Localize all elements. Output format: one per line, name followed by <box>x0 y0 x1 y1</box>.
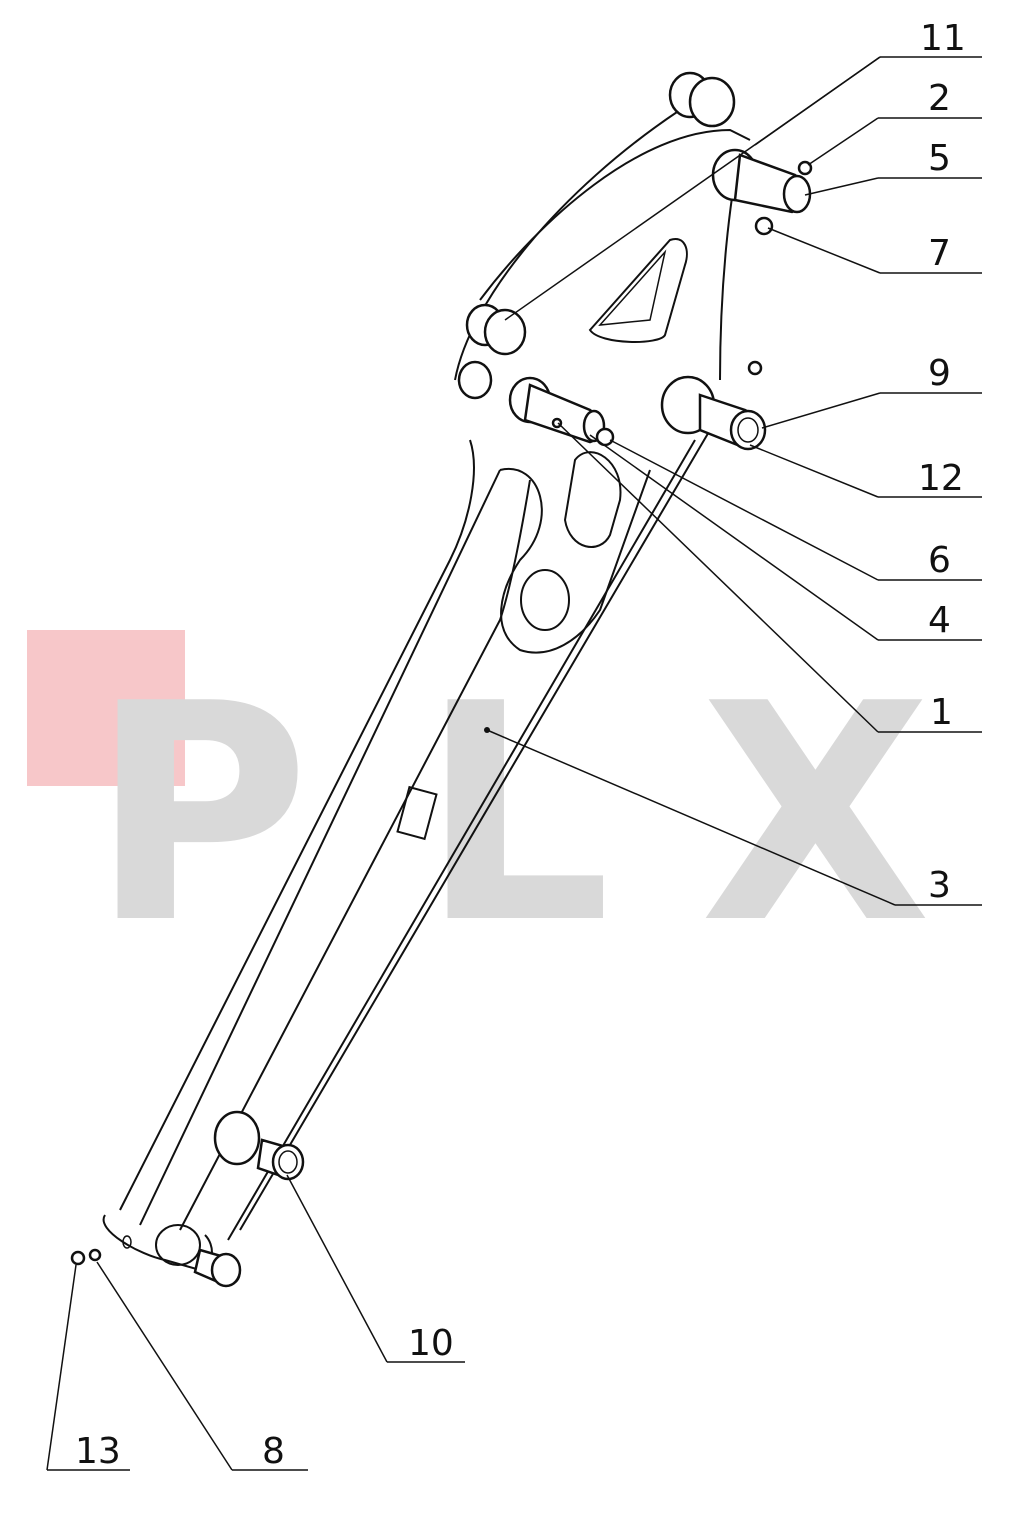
lower-bushing-assembly <box>193 1110 305 1288</box>
leader-lines <box>46 56 982 1471</box>
callout-labels: 11 2 5 7 9 12 6 4 1 3 10 13 8 <box>75 18 966 1472</box>
callout-13: 13 <box>75 1431 121 1472</box>
small-nut-4 <box>551 417 563 429</box>
callout-9: 9 <box>928 353 951 394</box>
arm-outer-top-curve <box>454 109 681 381</box>
mid-ring-right <box>483 308 527 356</box>
middle-pin-assembly <box>523 383 615 447</box>
arm-right-edge-inner <box>227 439 696 1241</box>
grease-nipple-13 <box>70 1250 86 1266</box>
watermark-accent-block <box>27 630 185 786</box>
bushing-9-bore <box>737 417 759 443</box>
plx-watermark: P L X <box>27 630 931 989</box>
callout-4: 4 <box>928 600 951 641</box>
right-bushing-assembly <box>660 360 767 451</box>
arm-plate-lower-contour <box>499 467 651 654</box>
callout-3: 3 <box>928 865 951 906</box>
leader-10 <box>286 1174 388 1363</box>
oval-slot <box>563 451 622 548</box>
leader-7 <box>767 227 881 274</box>
bottom-bushing-end <box>210 1252 242 1288</box>
leader-8 <box>96 1261 233 1471</box>
leader-11b <box>504 56 881 321</box>
callout-1: 1 <box>930 692 953 733</box>
arm-left-inner-edge <box>139 469 501 1226</box>
triangle-cutout <box>588 238 688 343</box>
nut-8 <box>88 1248 102 1262</box>
lower-round-hole <box>520 569 570 631</box>
foot-hole <box>155 1224 201 1266</box>
callout-6: 6 <box>928 540 951 581</box>
watermark-letter-x: X <box>700 640 931 989</box>
watermark-letter-p: P <box>90 640 310 989</box>
callout-7: 7 <box>928 233 951 274</box>
small-nut-12 <box>747 360 763 376</box>
callout-10: 10 <box>408 1323 454 1364</box>
leader-2 <box>807 117 879 166</box>
arm-right-edge <box>239 429 711 1231</box>
leader-12 <box>749 444 879 498</box>
leader-5 <box>804 177 879 196</box>
arm-left-edge <box>119 439 475 1211</box>
top-pin-assembly <box>711 148 813 236</box>
arm-foot <box>102 1214 213 1272</box>
nut-7 <box>754 216 774 236</box>
bushing-10-bore <box>278 1150 298 1174</box>
leader-3 <box>486 729 896 906</box>
callout-8: 8 <box>262 1431 285 1472</box>
bushing-10-end <box>271 1143 305 1181</box>
callout-2: 2 <box>928 78 951 119</box>
foot-small-hole <box>122 1235 132 1249</box>
leader-4 <box>589 434 879 641</box>
leader-1 <box>557 422 879 733</box>
arm-outer-upper-edge <box>479 128 751 301</box>
grease-fittings <box>70 1248 102 1266</box>
watermark-letter-l: L <box>420 640 611 989</box>
lower-ring <box>213 1110 261 1166</box>
callout-12: 12 <box>918 458 964 499</box>
arm-body <box>102 109 751 1272</box>
top-ring-right <box>688 76 736 128</box>
leader-13 <box>46 1264 77 1471</box>
callout-5: 5 <box>928 138 951 179</box>
bushing-9-end <box>729 409 767 451</box>
leader-9 <box>761 392 881 429</box>
callout-11: 11 <box>920 18 966 59</box>
leader-6 <box>609 439 879 581</box>
lower-ring-left <box>457 360 493 400</box>
triangle-cutout-inner <box>598 249 667 326</box>
small-bracket <box>396 785 438 841</box>
upper-bushings <box>457 71 736 424</box>
